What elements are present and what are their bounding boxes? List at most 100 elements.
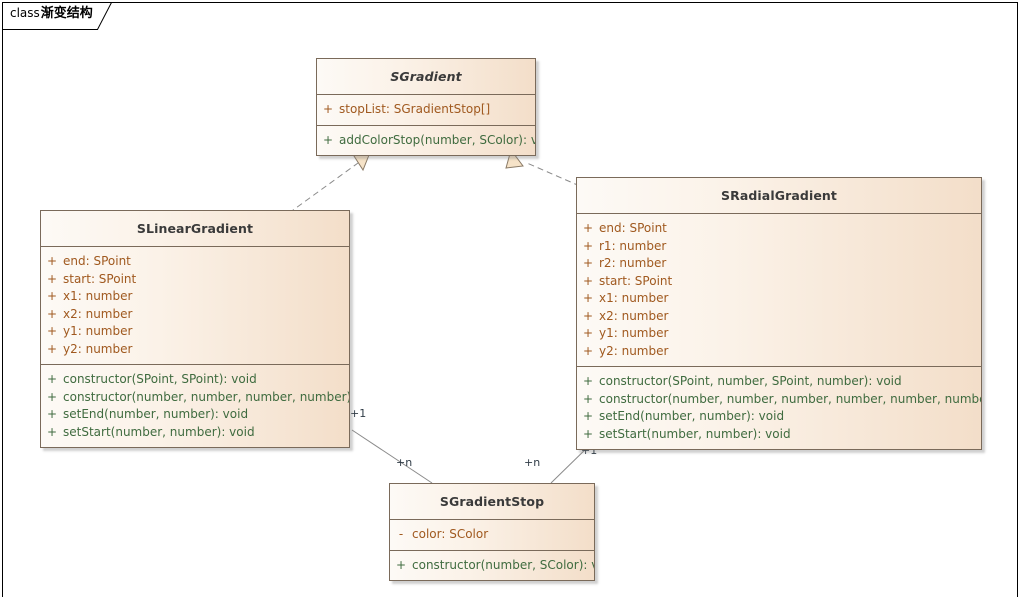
attribute-row: + y1: number bbox=[41, 323, 349, 341]
member-signature: setEnd(number, number): void bbox=[599, 409, 785, 423]
operation-row: + constructor(SPoint, number, SPoint, nu… bbox=[577, 373, 981, 391]
class-box-slineargradient[interactable]: SLinearGradient + end: SPoint + start: S… bbox=[40, 210, 350, 448]
visibility-marker: + bbox=[46, 389, 58, 404]
visibility-marker: - bbox=[398, 527, 404, 541]
attribute-row: + end: SPoint bbox=[41, 253, 349, 271]
multiplicity-linear-target: +n bbox=[396, 456, 413, 469]
operations-compartment-sradialgradient: + constructor(SPoint, number, SPoint, nu… bbox=[577, 366, 981, 449]
frame-keyword: class bbox=[10, 6, 40, 20]
member-signature: constructor(number, number, number, numb… bbox=[599, 391, 981, 406]
attribute-row: + y2: number bbox=[41, 341, 349, 359]
visibility-marker: + bbox=[46, 324, 58, 338]
visibility-marker: + bbox=[46, 341, 58, 356]
visibility-marker: + bbox=[322, 102, 334, 116]
class-box-sgradientstop[interactable]: SGradientStop - color: SColor + construc… bbox=[389, 483, 595, 581]
attribute-row: + y1: number bbox=[577, 325, 981, 343]
realization-linear-to-gradient bbox=[288, 149, 372, 214]
frame-title: 渐变结构 bbox=[40, 6, 93, 21]
member-signature: x1: number bbox=[599, 291, 669, 305]
visibility-marker: + bbox=[582, 238, 594, 253]
operation-row: + setStart(number, number): void bbox=[577, 426, 981, 444]
member-signature: end: SPoint bbox=[599, 221, 667, 235]
member-signature: y1: number bbox=[63, 324, 133, 338]
member-signature: end: SPoint bbox=[63, 254, 131, 268]
visibility-marker: + bbox=[582, 391, 594, 406]
member-signature: setStart(number, number): void bbox=[63, 424, 255, 439]
visibility-marker: + bbox=[582, 343, 594, 358]
member-signature: constructor(SPoint, SPoint): void bbox=[63, 372, 257, 386]
member-signature: y1: number bbox=[599, 326, 669, 340]
visibility-marker: + bbox=[46, 271, 58, 286]
operation-row: + setStart(number, number): void bbox=[41, 424, 349, 442]
attribute-row: + x2: number bbox=[41, 306, 349, 324]
attribute-row: + end: SPoint bbox=[577, 220, 981, 238]
attributes-compartment-sradialgradient: + end: SPoint + r1: number + r2: number … bbox=[577, 214, 981, 366]
member-signature: y2: number bbox=[63, 341, 133, 356]
visibility-marker: + bbox=[582, 221, 594, 235]
attributes-compartment-slineargradient: + end: SPoint + start: SPoint + x1: numb… bbox=[41, 247, 349, 364]
member-signature: r1: number bbox=[599, 238, 667, 253]
member-signature: stopList: SGradientStop[] bbox=[339, 102, 491, 116]
class-box-sradialgradient[interactable]: SRadialGradient + end: SPoint + r1: numb… bbox=[576, 177, 982, 450]
attribute-row: - color: SColor bbox=[390, 526, 594, 544]
member-signature: start: SPoint bbox=[599, 273, 673, 288]
operation-row: + setEnd(number, number): void bbox=[577, 408, 981, 426]
visibility-marker: + bbox=[322, 132, 334, 147]
member-signature: constructor(SPoint, number, SPoint, numb… bbox=[599, 374, 902, 388]
class-name-sradialgradient: SRadialGradient bbox=[577, 178, 981, 214]
attributes-compartment-sgradientstop: - color: SColor bbox=[390, 520, 594, 550]
operation-row: + setEnd(number, number): void bbox=[41, 406, 349, 424]
class-box-sgradient[interactable]: SGradient + stopList: SGradientStop[] + … bbox=[316, 58, 536, 156]
visibility-marker: + bbox=[582, 256, 594, 270]
operation-row: + constructor(number, SColor): void bbox=[390, 557, 594, 575]
association-linear-to-stop bbox=[351, 429, 433, 484]
attributes-compartment-sgradient: + stopList: SGradientStop[] bbox=[317, 95, 535, 125]
member-signature: color: SColor bbox=[412, 527, 489, 541]
member-signature: start: SPoint bbox=[63, 271, 137, 286]
frame-tab-shape bbox=[2, 2, 113, 30]
operations-compartment-sgradient: + addColorStop(number, SColor): void bbox=[317, 124, 535, 156]
visibility-marker: + bbox=[582, 326, 594, 340]
visibility-marker: + bbox=[582, 308, 594, 323]
member-signature: x2: number bbox=[63, 306, 133, 321]
multiplicity-radial-target: +n bbox=[524, 456, 541, 469]
class-name-slineargradient: SLinearGradient bbox=[41, 211, 349, 247]
visibility-marker: + bbox=[46, 372, 58, 386]
attribute-row: + r1: number bbox=[577, 238, 981, 256]
operation-row: + constructor(number, number, number, nu… bbox=[577, 391, 981, 409]
multiplicity-linear-source: +1 bbox=[350, 407, 367, 420]
attribute-row: + r2: number bbox=[577, 255, 981, 273]
attribute-row: + x1: number bbox=[41, 288, 349, 306]
member-signature: setStart(number, number): void bbox=[599, 426, 791, 441]
operation-row: + addColorStop(number, SColor): void bbox=[317, 132, 535, 150]
operation-row: + constructor(number, number, number, nu… bbox=[41, 389, 349, 407]
attribute-row: + x1: number bbox=[577, 290, 981, 308]
visibility-marker: + bbox=[46, 254, 58, 268]
operations-compartment-sgradientstop: + constructor(number, SColor): void bbox=[390, 549, 594, 581]
class-name-sgradient: SGradient bbox=[317, 59, 535, 95]
attribute-row: + start: SPoint bbox=[577, 273, 981, 291]
member-signature: x1: number bbox=[63, 289, 133, 303]
member-signature: y2: number bbox=[599, 343, 669, 358]
member-signature: r2: number bbox=[599, 256, 667, 270]
member-signature: x2: number bbox=[599, 308, 669, 323]
member-signature: setEnd(number, number): void bbox=[63, 407, 249, 421]
visibility-marker: + bbox=[582, 409, 594, 423]
diagram-frame-title-tab: class 渐变结构 bbox=[2, 2, 113, 30]
visibility-marker: + bbox=[395, 557, 407, 572]
visibility-marker: + bbox=[582, 374, 594, 388]
member-signature: constructor(number, number, number, numb… bbox=[63, 389, 350, 404]
visibility-marker: + bbox=[46, 306, 58, 321]
attribute-row: + x2: number bbox=[577, 308, 981, 326]
attribute-row: + start: SPoint bbox=[41, 271, 349, 289]
visibility-marker: + bbox=[582, 273, 594, 288]
operations-compartment-slineargradient: + constructor(SPoint, SPoint): void + co… bbox=[41, 364, 349, 447]
member-signature: addColorStop(number, SColor): void bbox=[339, 132, 536, 147]
attribute-row: + stopList: SGradientStop[] bbox=[317, 101, 535, 119]
visibility-marker: + bbox=[46, 424, 58, 439]
operation-row: + constructor(SPoint, SPoint): void bbox=[41, 371, 349, 389]
visibility-marker: + bbox=[582, 426, 594, 441]
visibility-marker: + bbox=[46, 407, 58, 421]
class-name-sgradientstop: SGradientStop bbox=[390, 484, 594, 520]
